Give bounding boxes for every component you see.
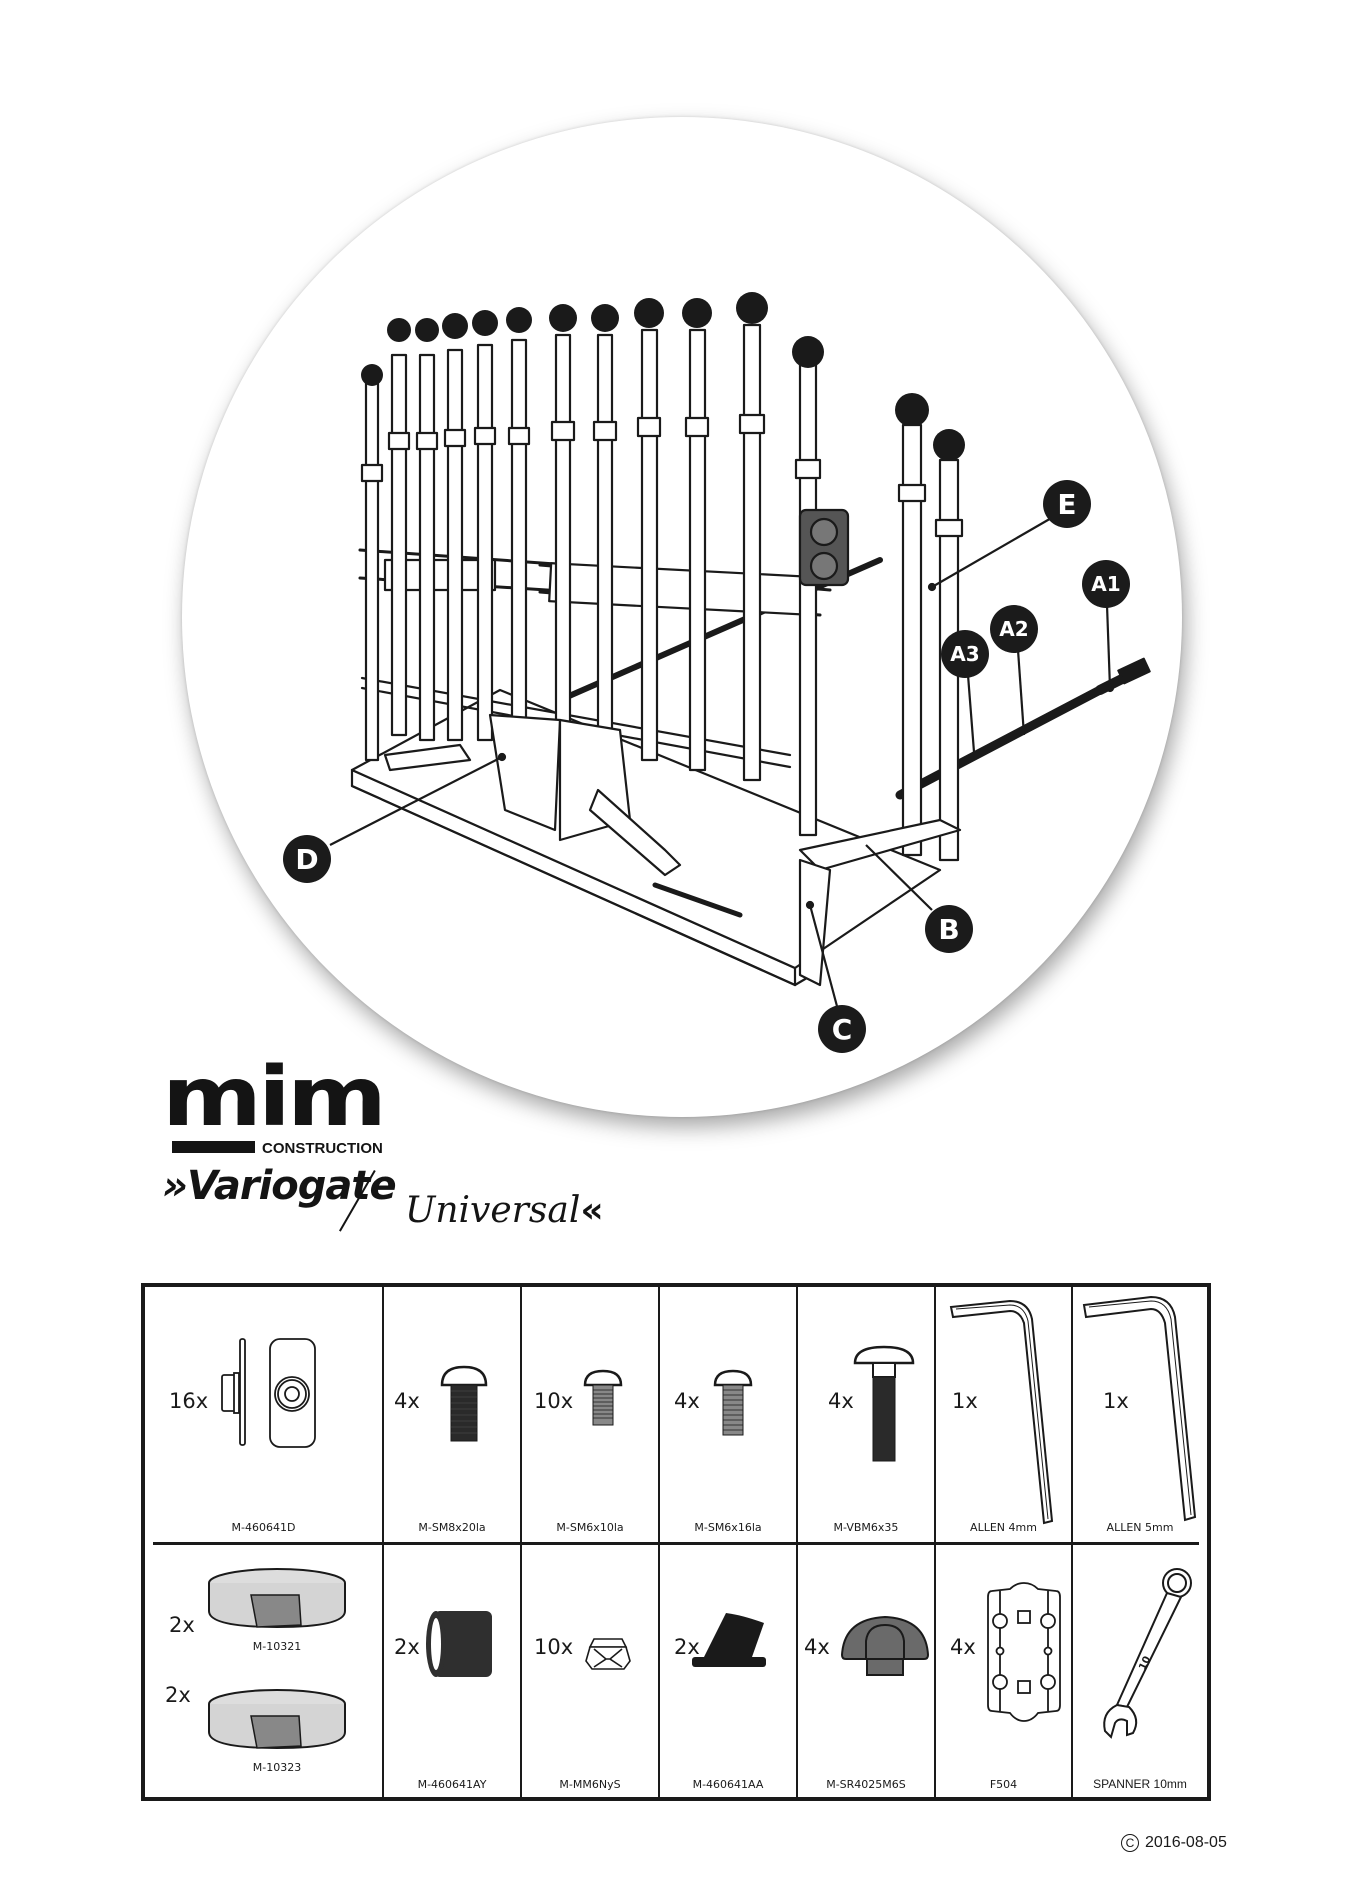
callout-label: A1	[1091, 572, 1121, 596]
callout-a2: A2	[990, 605, 1038, 653]
row-divider	[153, 1542, 1199, 1545]
part-qty: 10x	[534, 1389, 574, 1413]
allen-key-icon	[949, 1299, 1054, 1525]
part-cell: 10x M-SM6x10la	[520, 1287, 658, 1542]
part-code: M-460641AA	[692, 1778, 764, 1791]
part-qty: 4x	[674, 1389, 700, 1413]
callout-label: C	[831, 1012, 853, 1046]
part-qty: 16x	[169, 1389, 209, 1413]
part-cell: 4x F504	[934, 1545, 1071, 1797]
mounting-plate-icon	[987, 1582, 1061, 1722]
product-name-text: Variogate	[187, 1163, 397, 1209]
parts-row-1: 16x M-460641D 4x M-SM8x20la	[145, 1287, 1207, 1542]
part-cell: 2x M-460641AY	[382, 1545, 520, 1797]
callout-a1: A1	[1082, 560, 1130, 608]
medium-bolt-icon	[713, 1369, 753, 1436]
callout-d: D	[283, 835, 331, 883]
callout-label: D	[295, 842, 319, 876]
carriage-bolt-icon	[853, 1345, 915, 1462]
part-code: M-VBM6x35	[833, 1521, 899, 1534]
copyright-icon: C	[1121, 1834, 1139, 1852]
brand-logo: mim CONSTRUCTION »Variogate Universal«	[162, 1056, 722, 1250]
part-cell: 1x ALLEN 4mm	[934, 1287, 1071, 1542]
part-cell: 4x M-SM8x20la	[382, 1287, 520, 1542]
copyright-notice: C 2016-08-05	[1121, 1834, 1227, 1852]
parts-row-2: 2x M-10321 2x M-10323 2x M-46064	[145, 1545, 1207, 1797]
part-qty: 2x	[169, 1613, 195, 1637]
spanner-icon: 10	[1103, 1568, 1192, 1739]
product-name: »Variogate	[162, 1163, 397, 1209]
part-code: F504	[989, 1778, 1018, 1791]
open-quote: »	[162, 1163, 188, 1209]
part-cell: 10x M-MM6NyS	[520, 1545, 658, 1797]
callout-c: C	[818, 1005, 866, 1053]
callout-label: E	[1057, 487, 1077, 521]
part-cell: 16x M-460641D	[145, 1287, 382, 1542]
part-qty: 2x	[674, 1635, 700, 1659]
company-logo: mim	[162, 1049, 387, 1145]
company-subtitle: CONSTRUCTION	[262, 1140, 383, 1157]
short-bolt-icon	[583, 1369, 623, 1426]
part-code: M-10323	[252, 1761, 302, 1774]
callout-label: A2	[999, 617, 1029, 641]
part-qty: 4x	[950, 1635, 976, 1659]
part-code: M-460641AY	[417, 1778, 487, 1791]
part-code: ALLEN 5mm	[1106, 1521, 1174, 1534]
part-qty: 2x	[394, 1635, 420, 1659]
parts-list-table: 16x M-460641D 4x M-SM8x20la	[141, 1283, 1211, 1801]
part-code: SPANNER 10mm	[1093, 1777, 1187, 1791]
allen-key-icon	[1082, 1295, 1197, 1522]
part-cell-straps: 2x M-10321 2x M-10323	[145, 1545, 382, 1797]
callout-a3: A3	[941, 630, 989, 678]
part-qty: 2x	[165, 1683, 191, 1707]
close-quote: «	[580, 1190, 604, 1231]
part-code: M-10321	[252, 1640, 302, 1653]
callout-e: E	[1043, 480, 1091, 528]
part-qty: 1x	[1103, 1389, 1129, 1413]
part-code: M-MM6NyS	[559, 1778, 621, 1791]
callout-label: A3	[950, 642, 980, 666]
part-code: M-460641D	[231, 1521, 296, 1534]
gate-assembly-diagram	[329, 292, 1151, 1011]
part-cell: 10 SPANNER 10mm	[1071, 1545, 1207, 1797]
wedge-foot-icon	[692, 1613, 766, 1667]
part-qty: 10x	[534, 1635, 574, 1659]
part-cell: 2x M-460641AA	[658, 1545, 796, 1797]
spanner-size-mark: 10	[1137, 1655, 1153, 1672]
callout-label: B	[938, 912, 960, 946]
rubber-knob-icon	[840, 1615, 930, 1676]
callout-b: B	[925, 905, 973, 953]
rubber-sleeve-icon	[426, 1611, 492, 1677]
part-cell: 4x M-VBM6x35	[796, 1287, 934, 1542]
part-code: ALLEN 4mm	[970, 1521, 1037, 1534]
strap-roll-icon	[208, 1568, 346, 1629]
part-cell: 1x ALLEN 5mm	[1071, 1287, 1207, 1542]
product-variant: Universal«	[405, 1190, 604, 1231]
part-qty: 4x	[804, 1635, 830, 1659]
part-code: M-SM6x16la	[694, 1521, 762, 1534]
part-qty: 1x	[952, 1389, 978, 1413]
part-code: M-SR4025M6S	[826, 1778, 906, 1791]
part-qty: 4x	[828, 1389, 854, 1413]
document-date: 2016-08-05	[1145, 1834, 1227, 1851]
button-head-bolt-icon	[440, 1365, 488, 1442]
strap-roll-icon	[208, 1689, 346, 1750]
nyloc-nut-icon	[585, 1638, 631, 1670]
part-qty: 4x	[394, 1389, 420, 1413]
variant-text: Universal	[405, 1190, 581, 1231]
part-cell: 4x M-SR4025M6S	[796, 1545, 934, 1797]
logo-underline	[172, 1141, 255, 1153]
part-code: M-SM6x10la	[556, 1521, 624, 1534]
clamp-plate-icon	[221, 1338, 316, 1448]
part-code: M-SM8x20la	[418, 1521, 486, 1534]
part-cell: 4x M-SM6x16la	[658, 1287, 796, 1542]
